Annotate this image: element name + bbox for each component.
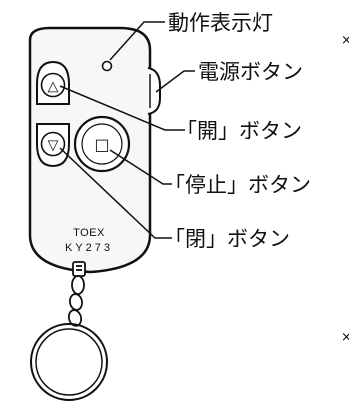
brand-label: TOEX — [73, 227, 105, 239]
strap-chain — [67, 261, 86, 327]
open-button-label: 「開」ボタン — [176, 119, 302, 143]
indicator-lamp — [101, 60, 113, 72]
power-button-label: 電源ボタン — [198, 60, 303, 84]
power-button[interactable] — [147, 67, 161, 115]
open-leader — [59, 85, 185, 131]
indicator-lamp-label: 動作表示灯 — [168, 11, 273, 35]
model-label: KY273 — [65, 242, 113, 254]
leader-lines — [59, 21, 195, 239]
stop-leader — [109, 149, 172, 185]
edge-mark-bottom: × — [341, 330, 349, 345]
edge-mark-top: × — [341, 33, 349, 48]
close-leader — [59, 147, 172, 239]
indicator-leader — [109, 21, 165, 61]
power-leader — [155, 70, 195, 93]
stop-button-label: 「停止」ボタン — [164, 173, 311, 197]
stop-symbol: □ — [94, 135, 109, 154]
stop-button[interactable]: □ — [73, 115, 131, 173]
open-symbol: △ — [48, 79, 59, 95]
close-symbol: ▽ — [48, 138, 59, 154]
close-button[interactable]: ▽ — [36, 123, 70, 168]
key-ring — [30, 323, 108, 401]
close-button-label: 「閉」ボタン — [164, 227, 290, 251]
open-button[interactable]: △ — [36, 60, 70, 105]
